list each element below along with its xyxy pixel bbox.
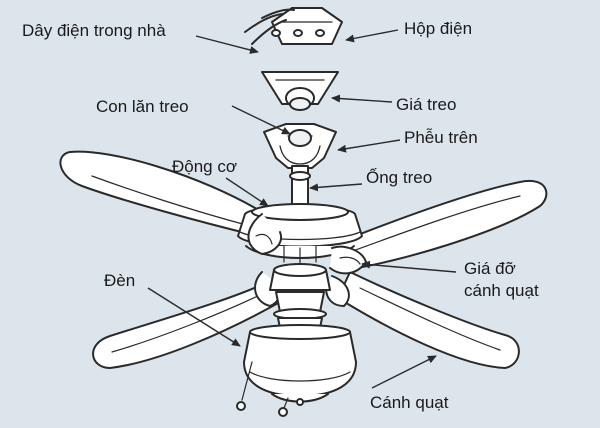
switch-housing [269,263,331,329]
arrow-mounting-bracket [331,94,393,103]
arrow-upper-canopy [337,139,401,153]
light-globe [243,324,357,406]
pull-chains [236,361,289,417]
arrow-hanger-ball [231,105,291,135]
label-mounting-bracket: Giá treo [396,95,457,114]
label-downrod: Ống treo [366,168,433,187]
blade-bracket-lower-right [325,275,350,307]
junction-box [271,7,343,45]
label-hanger-ball: Con lăn treo [96,97,189,116]
label-blade-bracket-line2: cánh quạt [464,281,539,300]
house-wires [244,8,295,45]
arrow-blade-bracket [361,260,457,273]
mounting-bracket [261,71,339,111]
arrow-light [147,287,241,347]
arrow-blade [371,355,437,389]
arrow-house-wiring [195,35,259,54]
blade-left-upper [59,150,263,237]
blade-right-upper [329,179,548,271]
label-upper-canopy: Phễu trên [404,128,478,147]
label-blade-bracket-line1: Giá đỡ [464,259,516,278]
arrow-motor [225,177,269,207]
leader-lines [147,29,457,389]
label-blade: Cánh quạt [370,393,449,412]
label-light: Đèn [104,271,136,290]
arrow-downrod [309,183,363,192]
downrod [289,165,311,207]
label-junction-box: Hộp điện [404,19,473,38]
arrow-junction-box [345,29,399,43]
label-house-wiring: Dây điện trong nhà [22,21,166,40]
blade-bracket-left [247,213,282,255]
upper-canopy [263,123,337,169]
blade-right-lower [337,271,520,369]
label-motor: Động cơ [172,157,238,176]
